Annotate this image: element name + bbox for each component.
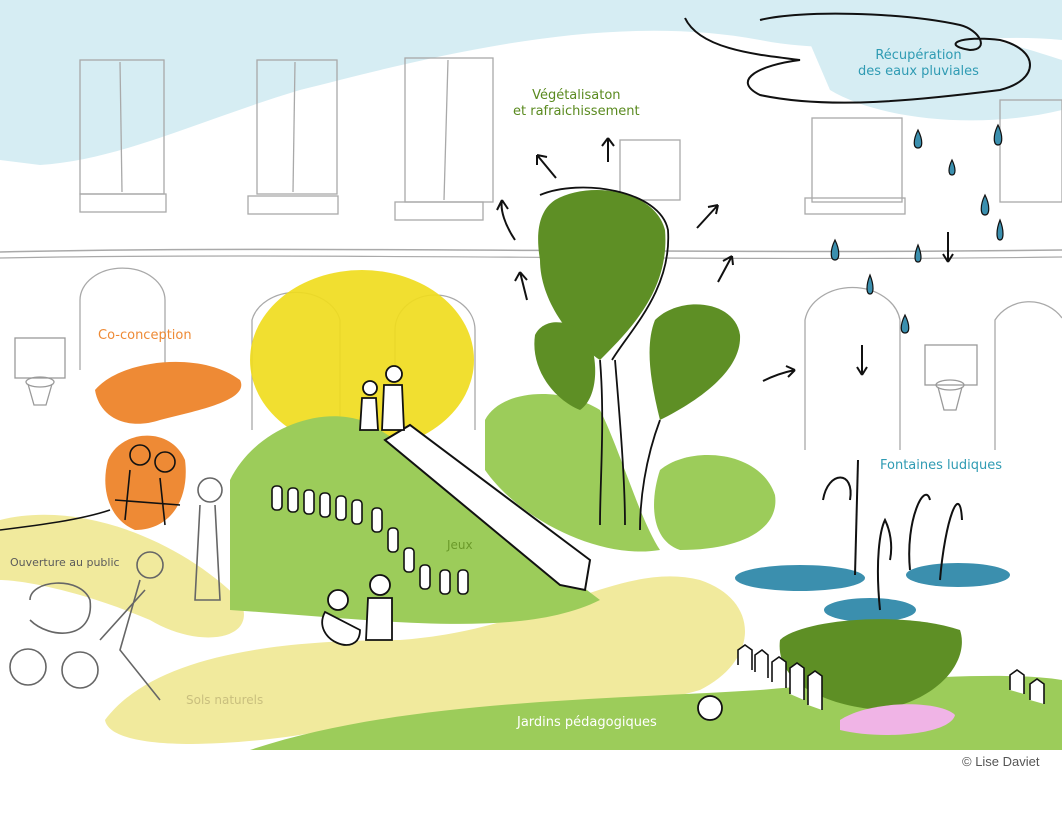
label-co-design: Co-conception bbox=[98, 328, 192, 343]
label-rainwater-recovery: Récupération des eaux pluviales bbox=[858, 48, 979, 81]
cooling-arrows bbox=[496, 137, 954, 382]
tree-canopy-main bbox=[538, 190, 666, 360]
label-greening-line2: et rafraichissement bbox=[513, 104, 640, 120]
rain-cloud-swirl bbox=[684, 12, 1031, 104]
adult-figures bbox=[9, 477, 223, 701]
grass-hill bbox=[230, 416, 600, 624]
garden-fence bbox=[737, 644, 1045, 710]
co-conception-blob bbox=[95, 361, 242, 424]
fountain-pools bbox=[735, 563, 1010, 622]
tree-trunks bbox=[539, 186, 670, 531]
fountain-jets bbox=[822, 459, 963, 611]
log-steps bbox=[271, 485, 469, 595]
bush-light-green bbox=[485, 393, 660, 552]
copyright-credit: © Lise Daviet bbox=[962, 754, 1040, 769]
label-rainwater-line2: des eaux pluviales bbox=[858, 64, 979, 80]
garden-bed-pink bbox=[840, 704, 955, 735]
tree-canopy-right bbox=[649, 304, 741, 420]
label-teaching-gardens: Jardins pédagogiques bbox=[517, 715, 657, 730]
label-rainwater-line1: Récupération bbox=[875, 48, 962, 63]
upper-windows bbox=[79, 57, 1062, 221]
basketball-hoop-left bbox=[14, 337, 66, 406]
slide bbox=[383, 423, 592, 592]
rain-drops bbox=[830, 123, 1004, 334]
label-greening-line1: Végétalisaton bbox=[532, 88, 621, 103]
label-public-opening: Ouverture au public bbox=[10, 556, 120, 569]
sun bbox=[250, 270, 474, 450]
children-figures bbox=[321, 365, 723, 721]
garden-bed-dark bbox=[779, 619, 962, 710]
label-natural-soils: Sols naturels bbox=[186, 693, 264, 707]
sky-band bbox=[0, 0, 1062, 165]
label-play-fountains: Fontaines ludiques bbox=[880, 458, 1003, 473]
label-greening-cooling: Végétalisaton et rafraichissement bbox=[513, 88, 640, 121]
tree-canopy-left bbox=[534, 322, 596, 410]
basketball-hoop-right bbox=[924, 344, 978, 411]
label-play: Jeux bbox=[447, 538, 473, 552]
stroller bbox=[9, 582, 99, 689]
sand-left bbox=[0, 514, 244, 638]
seated-people bbox=[114, 444, 181, 526]
